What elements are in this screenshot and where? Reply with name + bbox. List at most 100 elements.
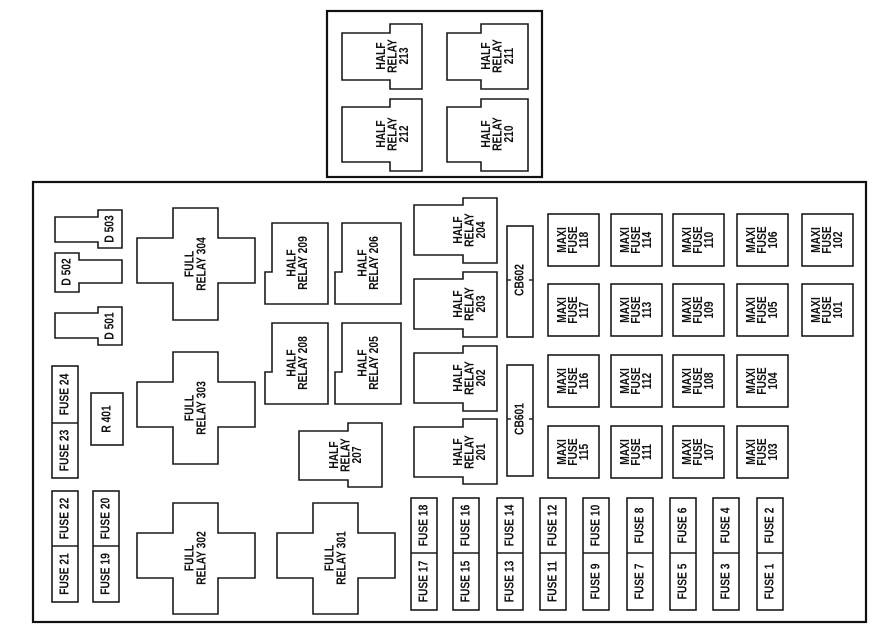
cb-602[interactable]: CB602 <box>506 225 534 338</box>
component-label: FUSE <box>567 296 580 324</box>
component-label: D 503 <box>103 215 116 242</box>
fuse-lower-label: FUSE 11 <box>546 560 559 602</box>
fuse-lower-label: FUSE 13 <box>503 561 516 603</box>
component-label: RELAY 303 <box>195 381 208 435</box>
component-label: 210 <box>503 125 516 142</box>
fuse-pair-outline <box>756 497 784 611</box>
maxi-fuse-outline <box>801 283 854 337</box>
fuse-upper-label: FUSE 12 <box>546 505 559 547</box>
fuse-upper-label: FUSE 4 <box>719 507 732 543</box>
component-label: RELAY 206 <box>368 236 381 290</box>
component-label: RELAY 302 <box>195 531 208 585</box>
component-label: MAXI <box>556 227 569 253</box>
component-label: 114 <box>641 231 654 248</box>
maxi-fuse-outline <box>736 354 789 408</box>
relay-outline <box>341 23 423 90</box>
component-label: MAXI <box>745 439 758 465</box>
fuse-upper-label: FUSE 16 <box>459 505 472 547</box>
component-label: MAXI <box>556 439 569 465</box>
component-label: HALF <box>452 216 465 243</box>
component-label: HALF <box>375 42 388 69</box>
component-label: 213 <box>398 47 411 64</box>
half-relay-outline <box>334 322 402 405</box>
component-label: MAXI <box>745 297 758 323</box>
component-label: 204 <box>475 221 488 239</box>
fuse-lower-label: FUSE 3 <box>719 564 732 600</box>
component-label: HALF <box>328 441 341 468</box>
d-501[interactable]: D 501 <box>54 306 123 346</box>
maxi-fuse-outline <box>547 425 600 479</box>
component-label: RELAY <box>339 438 352 472</box>
d-502[interactable]: D 502 <box>54 252 123 293</box>
fuse-12-11[interactable]: FUSE 12 FUSE 11 <box>539 497 567 611</box>
component-label: FULL <box>183 251 196 277</box>
component-label: MAXI <box>619 439 632 465</box>
component-label: 101 <box>832 301 845 319</box>
half-relay-outline <box>264 322 329 405</box>
fuse-4-3[interactable]: FUSE 4 FUSE 3 <box>712 497 740 611</box>
component-label: 108 <box>703 372 716 389</box>
component-label: HALF <box>480 42 493 69</box>
component-label: FUSE <box>630 296 643 324</box>
component-label: FUSE <box>692 367 705 395</box>
component-label: RELAY 301 <box>335 531 348 585</box>
r-401[interactable]: R 401 <box>90 392 124 446</box>
half-relay-outline <box>413 271 498 338</box>
maxi-fuse-outline <box>736 213 789 267</box>
cb-601[interactable]: CB601 <box>506 364 534 477</box>
full-relay-outline <box>136 502 256 615</box>
half-relay-outline <box>298 422 383 488</box>
component-label: FUSE <box>756 367 769 395</box>
component-label: MAXI <box>745 227 758 253</box>
component-label: RELAY 205 <box>368 336 381 390</box>
half-relay-outline <box>264 222 329 305</box>
component-label: 116 <box>578 373 591 390</box>
d-503[interactable]: D 503 <box>54 209 123 249</box>
